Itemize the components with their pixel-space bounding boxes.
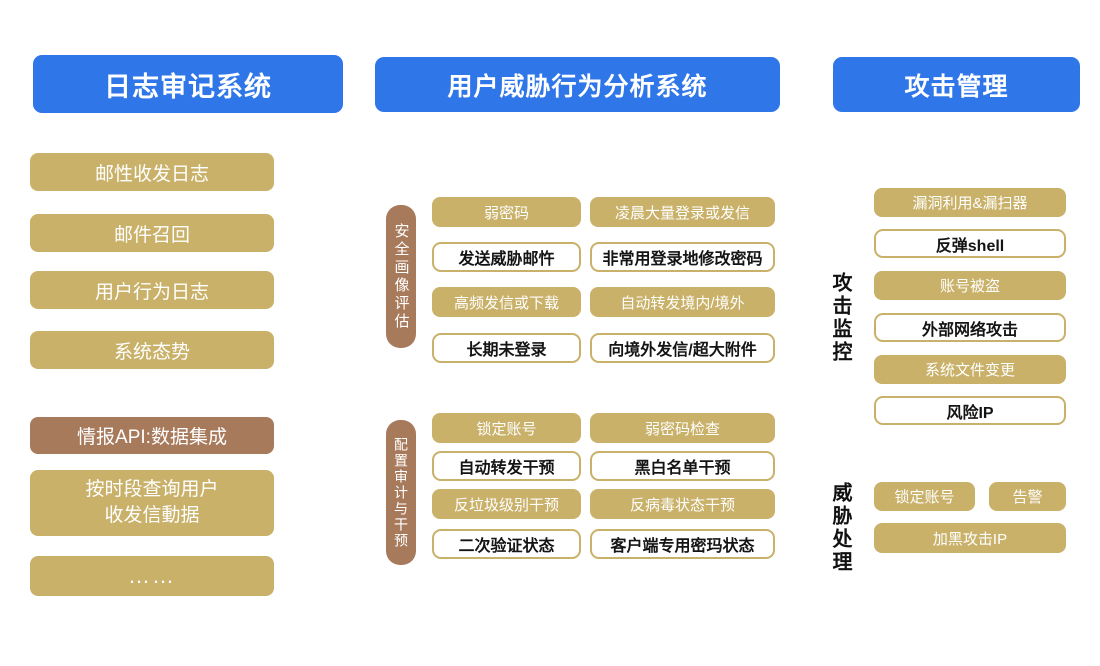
section-label-security-profile: 安全画像评估 <box>386 205 416 348</box>
box-weak-password: 弱密码 <box>432 197 581 227</box>
box-system-file-change: 系统文件变更 <box>874 355 1066 384</box>
section-label-config-audit: 配置审计与干预 <box>386 420 416 565</box>
box-midnight-mass-login: 凌晨大量登录或发信 <box>590 197 775 227</box>
item-mail-recall: 邮件召回 <box>30 214 274 252</box>
item-intel-api-data-integration: 情报API:数据集成 <box>30 417 274 454</box>
box-external-network-attack: 外部网络攻击 <box>874 313 1066 342</box>
box-long-term-no-login: 长期未登录 <box>432 333 581 363</box>
box-foreign-send-large-attachment: 向境外发信/超大附件 <box>590 333 775 363</box>
box-blackwhite-list-intervention: 黑白名单干预 <box>590 451 775 481</box>
box-auto-forward-domestic-foreign: 自动转发境内/境外 <box>590 287 775 317</box>
item-user-behavior-log: 用户行为日志 <box>30 271 274 309</box>
item-query-by-time-range: 按时段查询用户 收发信動据 <box>30 470 274 536</box>
box-handle-lock-account: 锁定账号 <box>874 482 975 511</box>
box-handle-blacklist-attack-ip: 加黑攻击IP <box>874 523 1066 553</box>
attack-mgmt-header: 攻击管理 <box>833 57 1080 112</box>
box-account-stolen: 账号被盗 <box>874 271 1066 300</box>
box-lock-account: 锁定账号 <box>432 413 581 443</box>
box-high-freq-send-download: 高频发信或下载 <box>432 287 581 317</box>
box-antispam-level-intervention: 反垃圾级别干预 <box>432 489 581 519</box>
box-vuln-exploit-scanner: 漏洞利用&漏扫器 <box>874 188 1066 217</box>
threat-analysis-header: 用户威胁行为分析系统 <box>375 57 780 112</box>
box-unusual-location-password-change: 非常用登录地修改密码 <box>590 242 775 272</box>
box-two-factor-status: 二次验证状态 <box>432 529 581 559</box>
query-by-time-range-line1: 按时段查询用户 <box>85 479 219 501</box>
item-ellipsis: …… <box>30 556 274 596</box>
section-label-attack-monitor: 攻击监控 <box>829 272 851 364</box>
box-antivirus-status-intervention: 反病毒状态干预 <box>590 489 775 519</box>
box-reverse-shell: 反弹shell <box>874 229 1066 258</box>
box-send-threat-mail: 发送威胁邮忤 <box>432 242 581 272</box>
box-client-dedicated-password-status: 客户端专用密玛状态 <box>590 529 775 559</box>
section-label-threat-handle: 威胁处理 <box>829 482 851 574</box>
item-mail-send-receive-log: 邮性收发日志 <box>30 153 274 191</box>
item-system-situation: 系统态势 <box>30 331 274 369</box>
log-audit-header: 日志审记系统 <box>33 55 343 113</box>
box-weak-password-check: 弱密码检查 <box>590 413 775 443</box>
query-by-time-range-line2: 收发信動据 <box>104 505 200 526</box>
box-risk-ip: 风险IP <box>874 396 1066 425</box>
box-auto-forward-intervention: 自动转发干预 <box>432 451 581 481</box>
box-handle-alert: 告警 <box>989 482 1066 511</box>
